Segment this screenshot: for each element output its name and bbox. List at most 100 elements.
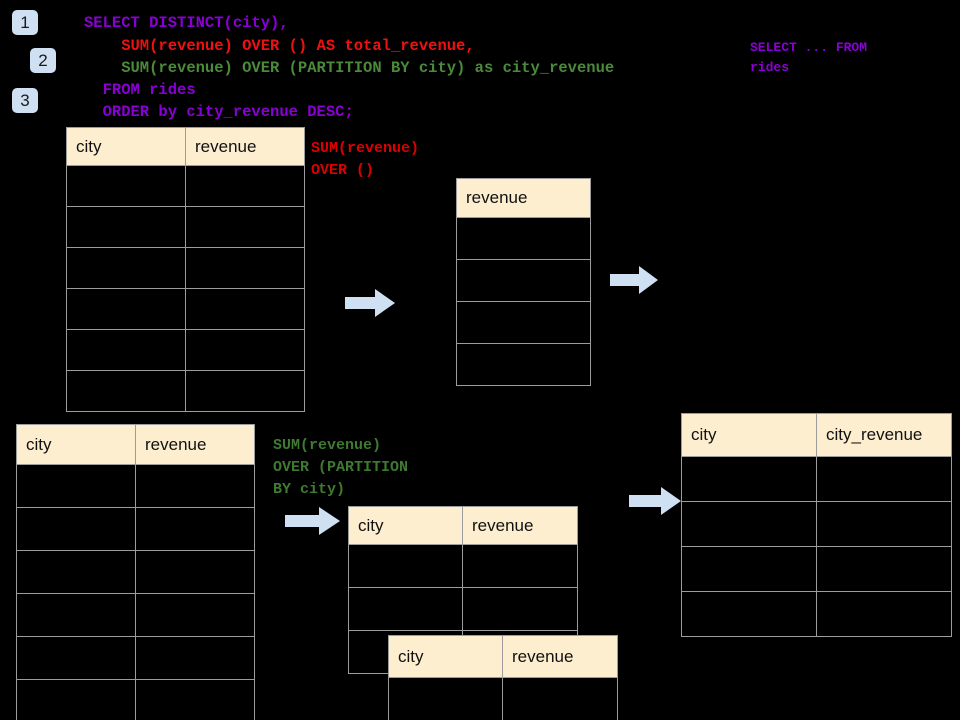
column-header-city: city <box>348 506 463 545</box>
cell-revenue <box>135 679 255 720</box>
cell-city <box>681 546 817 592</box>
table-row <box>388 677 618 720</box>
cell-revenue <box>456 343 591 386</box>
table-header-row: city revenue <box>66 127 305 166</box>
column-header-revenue: revenue <box>502 635 618 678</box>
table-row <box>681 456 952 502</box>
cell-city <box>66 329 186 371</box>
table-row <box>66 288 305 330</box>
table-row <box>66 370 305 412</box>
sql-line-total-revenue: SUM(revenue) OVER () AS total_revenue, <box>84 37 475 55</box>
table-row <box>66 329 305 371</box>
cell-revenue <box>185 288 305 330</box>
arrow-source-to-partition <box>285 507 340 535</box>
cell-revenue <box>135 636 255 680</box>
cell-city <box>66 206 186 248</box>
cell-city <box>16 550 136 594</box>
cell-city <box>348 587 463 631</box>
cell-revenue <box>456 217 591 260</box>
table-row <box>16 550 255 594</box>
cell-city-revenue <box>816 501 952 547</box>
arrow-total-revenue-to-result <box>610 266 658 294</box>
annotation-sum-over-partition: SUM(revenue) OVER (PARTITION BY city) <box>273 437 409 498</box>
cell-city <box>16 507 136 551</box>
column-header-city: city <box>388 635 503 678</box>
cell-revenue <box>456 301 591 344</box>
step-badge-1: 1 <box>12 10 38 35</box>
cell-city <box>66 288 186 330</box>
cell-revenue <box>462 587 578 631</box>
arrow-source-to-total-revenue <box>345 289 395 317</box>
cell-city <box>388 677 503 720</box>
cell-city-revenue <box>816 591 952 637</box>
table-row <box>348 587 578 631</box>
cell-city <box>348 544 463 588</box>
cell-revenue <box>185 206 305 248</box>
sql-line-from: FROM rides <box>84 81 196 99</box>
final-result-table: city city_revenue <box>681 413 952 637</box>
table-row <box>348 544 578 588</box>
cell-city <box>16 679 136 720</box>
cell-revenue <box>185 165 305 207</box>
table-row <box>16 464 255 508</box>
table-header-row: city city_revenue <box>681 413 952 457</box>
total-revenue-table: revenue <box>456 178 591 386</box>
column-header-city-revenue: city_revenue <box>816 413 952 457</box>
column-header-city: city <box>681 413 817 457</box>
rides-source-table-top: city revenue <box>66 127 305 412</box>
cell-revenue <box>135 507 255 551</box>
cell-city <box>16 593 136 637</box>
table-row <box>16 507 255 551</box>
table-header-row: city revenue <box>348 506 578 545</box>
column-header-revenue: revenue <box>456 178 591 218</box>
step-badge-3: 3 <box>12 88 38 113</box>
cell-city <box>16 636 136 680</box>
table-row <box>16 679 255 720</box>
sql-line-select-distinct: SELECT DISTINCT(city), <box>84 14 289 32</box>
cell-revenue <box>135 593 255 637</box>
step-badge-2: 2 <box>30 48 56 73</box>
cell-revenue <box>135 464 255 508</box>
sql-line-city-revenue: SUM(revenue) OVER (PARTITION BY city) as… <box>84 59 615 77</box>
partition-group-table-front: city revenue <box>388 635 618 720</box>
column-header-city: city <box>16 424 136 465</box>
table-row <box>681 591 952 637</box>
column-header-revenue: revenue <box>185 127 305 166</box>
table-row <box>66 206 305 248</box>
cell-city <box>681 591 817 637</box>
side-note-select-from-rides: SELECT ... FROM rides <box>750 40 868 75</box>
cell-revenue <box>185 370 305 412</box>
cell-city <box>681 456 817 502</box>
table-row <box>681 546 952 592</box>
cell-city <box>66 247 186 289</box>
table-row <box>66 165 305 207</box>
table-row <box>456 217 591 260</box>
column-header-revenue: revenue <box>462 506 578 545</box>
annotation-sum-over-empty: SUM(revenue) OVER () <box>311 140 420 179</box>
column-header-revenue: revenue <box>135 424 255 465</box>
table-row <box>456 301 591 344</box>
rides-source-table-bottom: city revenue <box>16 424 255 720</box>
cell-revenue <box>135 550 255 594</box>
cell-revenue <box>185 329 305 371</box>
table-header-row: city revenue <box>16 424 255 465</box>
cell-city-revenue <box>816 456 952 502</box>
cell-revenue <box>456 259 591 302</box>
cell-revenue <box>502 677 618 720</box>
table-header-row: revenue <box>456 178 591 218</box>
table-row <box>16 593 255 637</box>
sql-line-order-by: ORDER by city_revenue DESC; <box>84 103 354 121</box>
table-header-row: city revenue <box>388 635 618 678</box>
cell-city <box>16 464 136 508</box>
column-header-city: city <box>66 127 186 166</box>
table-row <box>66 247 305 289</box>
cell-revenue <box>185 247 305 289</box>
cell-city <box>66 165 186 207</box>
table-row <box>456 259 591 302</box>
table-row <box>681 501 952 547</box>
table-row <box>456 343 591 386</box>
table-row <box>16 636 255 680</box>
cell-city <box>66 370 186 412</box>
cell-revenue <box>462 544 578 588</box>
